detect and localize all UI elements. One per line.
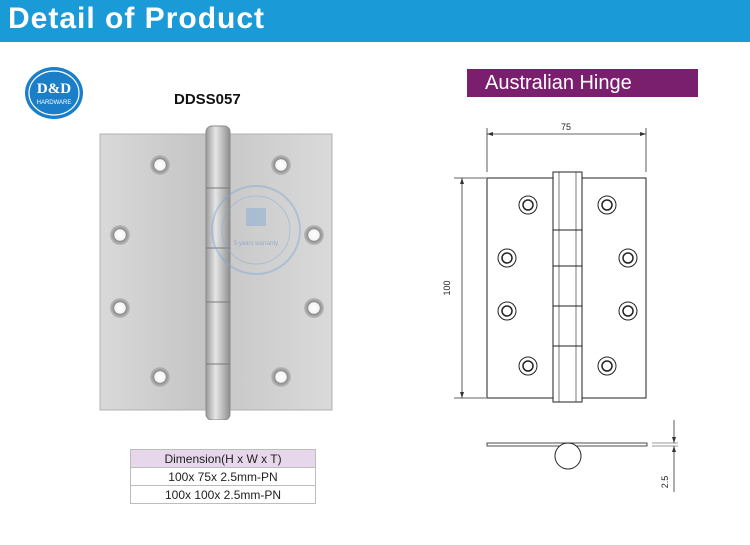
- logo-sub: HARDWARE: [37, 100, 72, 106]
- table-header-row: Dimension(H x W x T): [130, 449, 316, 468]
- dimension-table: Dimension(H x W x T) 100x 75x 2.5mm-PN 1…: [130, 449, 316, 504]
- logo-brand: D&D: [37, 81, 71, 97]
- hinge-photo: 5 years warranty: [99, 125, 333, 420]
- width-label: 75: [561, 122, 571, 132]
- header-bar: Detail of Product: [0, 0, 750, 42]
- watermark-warranty: 5 years warranty: [234, 241, 278, 247]
- dimension-header: Dimension(H x W x T): [130, 449, 316, 468]
- watermark-stamp: 5 years warranty: [211, 185, 301, 275]
- brand-logo: D&D HARDWARE: [25, 67, 83, 119]
- product-model: DDSS057: [174, 91, 241, 108]
- thickness-label: 2.5: [660, 476, 670, 489]
- page-title: Detail of Product: [8, 2, 266, 35]
- drawing-title-badge: Australian Hinge: [467, 69, 698, 97]
- table-row: 100x 75x 2.5mm-PN: [130, 467, 316, 486]
- dimension-cell: 100x 100x 2.5mm-PN: [130, 485, 316, 504]
- technical-drawing: 75 100 2.5: [442, 122, 678, 492]
- dimension-cell: 100x 75x 2.5mm-PN: [130, 467, 316, 486]
- height-label: 100: [442, 280, 452, 295]
- screw-holes: [110, 155, 324, 387]
- table-row: 100x 100x 2.5mm-PN: [130, 485, 316, 504]
